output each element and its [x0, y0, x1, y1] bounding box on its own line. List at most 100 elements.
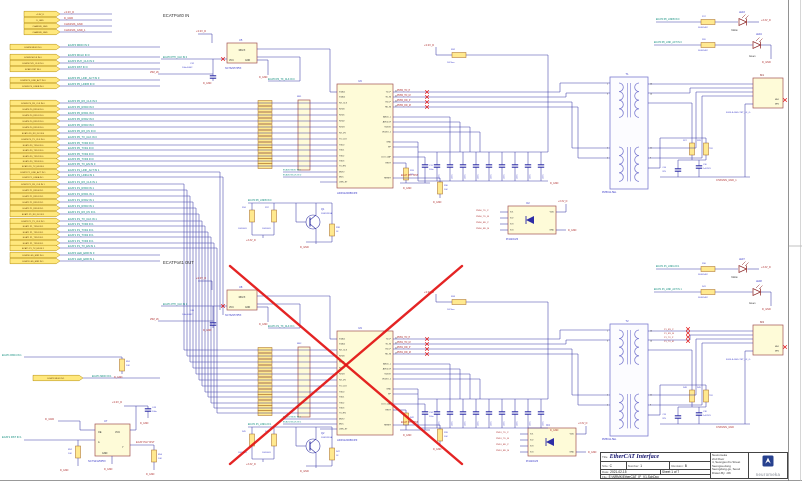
- net-flag[interactable]: ECAT0 MCLK IN 0: [9, 53, 61, 61]
- net-flag[interactable]: ECAT0 P0_RX_DV IN 0: [9, 129, 61, 137]
- component-chip[interactable]: [297, 99, 311, 171]
- net-flag[interactable]: ECAT0 P0_LINK_ACT IN 0: [9, 76, 61, 84]
- component-transistor[interactable]: [305, 438, 321, 454]
- component-resistor[interactable]: [329, 223, 335, 237]
- component-esd-diode[interactable]: [525, 216, 534, 224]
- net-flag[interactable]: ECAT0 P0_LINKB IN 0: [9, 82, 61, 90]
- component-resistor[interactable]: [703, 389, 709, 403]
- schematic-power-net-label: 25M_26: [150, 318, 159, 321]
- net-flag[interactable]: ECAT1 P1_RX_DV IN 1: [9, 210, 61, 218]
- component-chip[interactable]: [226, 42, 258, 64]
- component-resistor[interactable]: [329, 447, 335, 461]
- component-chip[interactable]: [297, 346, 311, 418]
- net-flag[interactable]: ECAT0 PHY_CLK IN 0: [9, 59, 61, 67]
- component-resistor[interactable]: [437, 181, 443, 195]
- component-led[interactable]: [752, 37, 763, 50]
- net-flag[interactable]: ECAT1 P1_RXD1 IN 1: [9, 192, 61, 200]
- schematic-designator-label: R39: [444, 432, 449, 434]
- component-resistor[interactable]: [689, 389, 695, 403]
- component-resistor[interactable]: [151, 449, 157, 463]
- component-resistor[interactable]: [700, 289, 716, 295]
- net-flag[interactable]: ECAT1 LED_ERR IN 1: [9, 257, 61, 265]
- net-flag[interactable]: ECAT0 P0_TXD0 IN 0: [9, 141, 61, 149]
- net-flag[interactable]: CHASSIS_GND: [23, 22, 61, 30]
- net-flag[interactable]: ECAT1 P1_RXD0 IN 1: [9, 186, 61, 194]
- component-transformer[interactable]: [609, 323, 649, 437]
- net-flag[interactable]: ECAT0 P0_TX_CLK IN 0: [9, 135, 61, 143]
- net-flag[interactable]: ECAT1 P1_LINK_ACT IN 1: [9, 168, 61, 176]
- net-flag[interactable]: ECAT1 P1_TXD0 IN 1: [9, 222, 61, 230]
- led-arrow: [755, 37, 760, 42]
- component-transformer[interactable]: [609, 76, 649, 190]
- net-flag[interactable]: ECAT0 P0_TX_EN IN 0: [9, 162, 61, 170]
- component-resistor[interactable]: [437, 428, 443, 442]
- net-flag-label: ECAT0 P0_RX_CLK IN 0: [21, 102, 45, 105]
- component-resistor[interactable]: [703, 142, 709, 156]
- schematic-power-net-label: +3.3V_D: [761, 19, 771, 22]
- net-flag[interactable]: ECAT0 P0_RXD1 IN 0: [9, 111, 61, 119]
- net-flag[interactable]: ECAT1 MDIO IN 1: [32, 374, 84, 382]
- net-flag[interactable]: ECAT1 P1_TXD3 IN 1: [9, 239, 61, 247]
- component-led[interactable]: [738, 261, 749, 274]
- net-flag[interactable]: ECAT1 P1_RXD2 IN 1: [9, 198, 61, 206]
- component-esd-diode[interactable]: [545, 438, 554, 446]
- net-flag[interactable]: ECAT0 P0_TXD1 IN 0: [9, 146, 61, 154]
- component-resistor[interactable]: [75, 445, 81, 459]
- component-led[interactable]: [738, 14, 749, 27]
- net-flag-label: CHASSIS_GND: [33, 31, 48, 34]
- component-chip[interactable]: [336, 83, 394, 189]
- component-resistor[interactable]: [451, 52, 467, 58]
- component-led[interactable]: [752, 284, 763, 297]
- component-resistor[interactable]: [119, 358, 125, 372]
- file-value: E:\NRMK\EtherCAT_IF_V1.SchDoc: [608, 475, 659, 478]
- schematic-pin-label: MH1: [775, 346, 779, 348]
- component-connector[interactable]: [752, 324, 784, 356]
- net-flag[interactable]: +3.3V_D: [23, 10, 61, 18]
- schematic-power-net-label: D_GND: [550, 182, 559, 185]
- component-resistor[interactable]: [700, 19, 716, 25]
- component-resistor[interactable]: [700, 42, 716, 48]
- component-resistor[interactable]: [271, 209, 277, 223]
- schematic-power-net-label: D_GND: [60, 469, 69, 472]
- net-flag[interactable]: ECAT0 RST IN 0: [9, 65, 61, 73]
- net-flag[interactable]: ECAT0 P0_RXD3 IN 0: [9, 123, 61, 131]
- component-chip[interactable]: [94, 423, 131, 457]
- net-flag[interactable]: ECAT0 P0_TXD3 IN 0: [9, 157, 61, 165]
- net-flag[interactable]: ECAT0 P0_RX_CLK IN 0: [9, 99, 61, 107]
- schematic-power-net-label: PM51_TD_M: [397, 342, 411, 344]
- net-flag[interactable]: ECAT1 P1_LINKA IN 1: [9, 173, 61, 181]
- net-flag[interactable]: ECAT1 P1_TXD1 IN 1: [9, 228, 61, 236]
- net-flag[interactable]: ECAT0 P0_RXD0 IN 0: [9, 105, 61, 113]
- schematic-designator-label: R30: [444, 185, 449, 187]
- schematic-pin-label: TX_CLK: [339, 139, 347, 141]
- component-resistor[interactable]: [271, 433, 277, 447]
- net-flag[interactable]: ECAT0 LED_ERR IN 0: [9, 251, 61, 259]
- schematic-pin-label: A: [98, 441, 100, 444]
- schematic-designator-label: R28: [697, 140, 702, 142]
- net-flag[interactable]: ECAT1 P1_TXD2 IN 1: [9, 233, 61, 241]
- component-chip[interactable]: [336, 330, 394, 436]
- schematic-designator-label: NC7SZ157P5X: [225, 67, 242, 70]
- net-flag[interactable]: ECAT0 P0_TXD2 IN 0: [9, 152, 61, 160]
- schematic-power-net-label: D_GND: [203, 329, 212, 332]
- net-flag[interactable]: ECAT0 P0_RXD2 IN 0: [9, 117, 61, 125]
- component-resistor[interactable]: [249, 209, 255, 223]
- schematic-power-net-label: PM50_RD_P: [476, 222, 489, 224]
- net-flag[interactable]: ECAT1 P1_TX_CLK IN 1: [9, 217, 61, 225]
- net-flag-label: ECAT1 P1_LINKA IN 1: [22, 176, 44, 179]
- net-flag[interactable]: ECAT0 MDIO IN 0: [9, 43, 61, 51]
- component-resistor[interactable]: [451, 299, 467, 305]
- net-flag[interactable]: ECAT1 P1_RXD3 IN 1: [9, 204, 61, 212]
- net-flag[interactable]: D_GND: [23, 16, 61, 24]
- component-connector[interactable]: [752, 77, 784, 109]
- net-flag[interactable]: ECAT1 P1_TX_EN IN 1: [9, 244, 61, 252]
- component-chip[interactable]: [226, 289, 258, 311]
- net-flag[interactable]: ECAT1 P1_RX_CLK IN 1: [9, 180, 61, 188]
- schematic-pin-label: 9: [650, 158, 651, 160]
- schematic-pin-label: RXD0: [339, 356, 345, 358]
- net-flag[interactable]: CHASSIS_GND: [23, 28, 61, 36]
- component-resistor[interactable]: [700, 266, 716, 272]
- component-transistor[interactable]: [305, 214, 321, 230]
- component-resistor[interactable]: [689, 142, 695, 156]
- schematic-designator-label: RJ45-8-GND-TRT_LF_G: [726, 112, 751, 114]
